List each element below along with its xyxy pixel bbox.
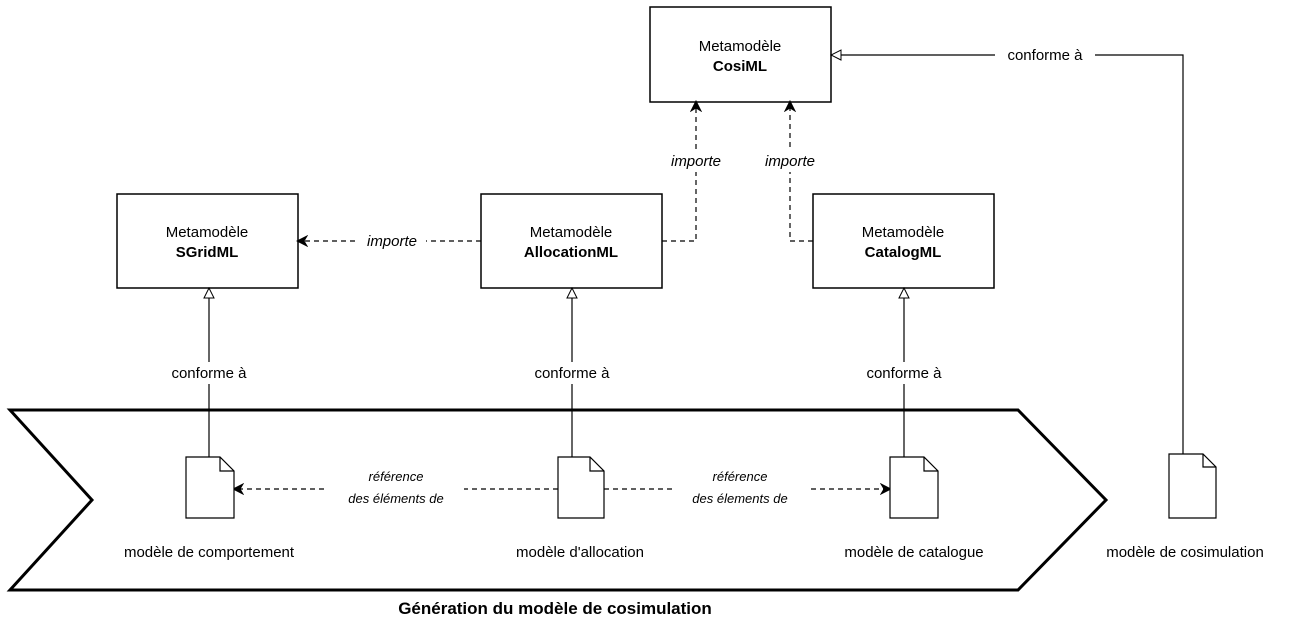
sgridml-prefix: Metamodèle [166, 224, 249, 241]
conform-label-catalogue: conforme à [866, 365, 942, 382]
reference-right-line1: référence [713, 469, 768, 484]
import-edge-catalog-cosiml [790, 102, 813, 242]
import-label-allocation-cosiml: importe [671, 153, 721, 170]
cosiml-name: CosiML [713, 58, 767, 75]
reference-right-line2: des élements de [692, 491, 787, 506]
import-label-catalog-cosiml: importe [765, 153, 815, 170]
process-title: Génération du modèle de cosimulation [398, 599, 712, 618]
sgridml-box[interactable]: Metamodèle SGridML [116, 193, 299, 289]
reference-left-line2: des éléments de [348, 491, 443, 506]
import-label-allocation-sgridml: importe [367, 233, 417, 250]
document-label-catalogue: modèle de catalogue [844, 544, 983, 561]
document-label-comportement: modèle de comportement [124, 544, 295, 561]
conform-label-allocation: conforme à [534, 365, 610, 382]
allocationml-name: AllocationML [524, 244, 618, 261]
sgridml-name: SGridML [176, 244, 239, 261]
document-icon-allocation[interactable] [557, 456, 605, 519]
cosiml-box[interactable]: Metamodèle CosiML [649, 6, 832, 103]
allocationml-box[interactable]: Metamodèle AllocationML [480, 193, 663, 289]
document-icon-comportement[interactable] [185, 456, 235, 519]
document-icon-cosimulation[interactable] [1168, 453, 1217, 519]
conform-edge-cosimulation-cosiml [831, 55, 1184, 454]
document-label-allocation: modèle d'allocation [516, 544, 644, 561]
document-icon-catalogue[interactable] [889, 456, 939, 519]
import-edge-allocation-cosiml [662, 102, 696, 242]
document-label-cosimulation: modèle de cosimulation [1106, 544, 1264, 561]
catalogml-box[interactable]: Metamodèle CatalogML [812, 193, 995, 289]
cosiml-prefix: Metamodèle [699, 38, 782, 55]
conform-label-cosimulation: conforme à [1007, 47, 1083, 64]
conform-label-comportement: conforme à [171, 365, 247, 382]
allocationml-prefix: Metamodèle [530, 224, 613, 241]
reference-left-line1: référence [369, 469, 424, 484]
catalogml-prefix: Metamodèle [862, 224, 945, 241]
catalogml-name: CatalogML [865, 244, 942, 261]
